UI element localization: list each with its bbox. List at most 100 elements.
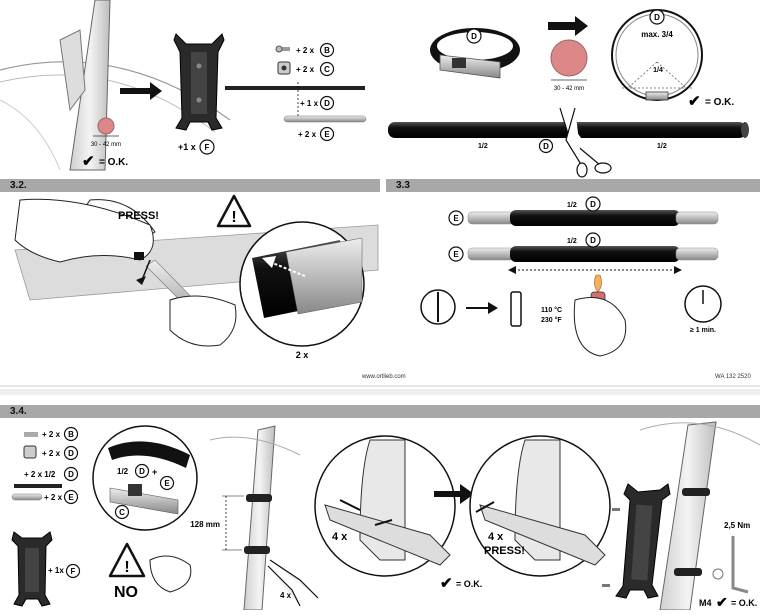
steel-band-icon	[283, 115, 367, 123]
end-letter-b: E	[453, 250, 459, 259]
detail-arrow-head	[262, 256, 276, 268]
p34-badge-c	[63, 445, 79, 461]
nut-icon-2	[23, 445, 37, 459]
part-badge-c	[319, 61, 335, 77]
holder-letter-badge	[199, 139, 215, 155]
arrow-right-icon-3	[466, 302, 498, 314]
fork-leg-2	[243, 425, 276, 611]
diameter-dot	[97, 117, 115, 135]
bottle-holder-icon-2	[11, 531, 53, 607]
part-badge-b	[319, 42, 335, 58]
ok-label-2: = O.K.	[705, 97, 734, 108]
max-label: max. 3/4	[641, 30, 673, 39]
p34-letter-c: D	[68, 449, 74, 458]
p34-qty-e: + 2 x	[44, 493, 63, 502]
p34-letter-b: B	[68, 430, 74, 439]
no-label: NO	[114, 584, 138, 601]
screw-icon	[275, 45, 290, 53]
pliers-icon	[267, 559, 319, 607]
footer-url: www.ortlieb.com	[362, 374, 406, 380]
clamp-upper	[246, 494, 272, 502]
clamp-lower-2	[674, 568, 702, 576]
circle-plus: +	[152, 467, 157, 477]
wheel-spoke	[0, 99, 61, 171]
press-label-2: PRESS!	[484, 545, 525, 557]
footer-code: WA 132 2520	[715, 374, 751, 380]
diameter-disc	[550, 39, 588, 77]
diameter-label-2: 30 - 42 mm	[554, 86, 584, 92]
m4-ok-label: = O.K.	[731, 598, 757, 608]
wheel-rim-3	[639, 422, 760, 446]
part-qty-d: + 1 x	[300, 99, 319, 108]
fork-brake	[59, 29, 86, 112]
p34-letter-d: D	[68, 470, 74, 479]
half-a: 1/2	[567, 202, 577, 209]
ok-label-3: = O.K.	[456, 579, 482, 589]
step-bar-3-3: 3.3	[386, 179, 760, 192]
part-letter-c: C	[324, 65, 330, 74]
band-end-b2	[675, 247, 719, 261]
band-end-b	[467, 247, 515, 261]
part-qty-b: + 2 x	[296, 46, 315, 55]
count-c: 4 x	[488, 531, 504, 543]
screw-icon-3	[612, 508, 620, 511]
rubber-tube-icon	[225, 86, 365, 90]
press-label: PRESS!	[118, 210, 159, 222]
check-icon: ✔	[82, 153, 95, 170]
check-icon-2: ✔	[688, 93, 701, 110]
p34-qty-b: + 2 x	[42, 430, 61, 439]
pliers-detail-a	[324, 504, 451, 566]
washer-icon	[712, 568, 724, 580]
strap-letter-badge	[466, 28, 482, 44]
tube-end	[741, 122, 749, 138]
pliers-detail-b	[479, 504, 606, 566]
p34-qty-c: + 2 x	[42, 449, 61, 458]
detail-band	[285, 237, 363, 315]
circle-d-badge	[134, 463, 150, 479]
circle-c-badge	[114, 504, 130, 520]
count-a: 4 x	[280, 591, 292, 600]
hand-icon-2	[169, 295, 237, 347]
tube-letter-badge	[538, 138, 554, 154]
strap-detail	[108, 441, 190, 468]
p34-badge-b	[63, 426, 79, 442]
check-icon-3: ✔	[440, 575, 453, 592]
arrow-right-icon-4	[434, 484, 474, 504]
push-arrow-line	[141, 259, 151, 281]
steel-band-icon-3	[11, 493, 43, 501]
part-qty-c: + 2 x	[296, 65, 315, 74]
hand-icon-3	[149, 555, 192, 593]
wheel-rim-2	[209, 436, 301, 456]
hex-key-icon	[731, 536, 749, 594]
half-left: 1/2	[478, 143, 488, 150]
half-right: 1/2	[657, 143, 667, 150]
circle-e: E	[164, 479, 170, 488]
panel-3-3: E 1/2 D E 1/2 D 110 °C 230 °F ≥ 1 min.	[420, 196, 722, 357]
holder-count: +1 x	[178, 142, 196, 152]
part-qty-e: + 2 x	[298, 130, 317, 139]
panel-top-left: 30 - 42 mm ✔ = O.K. +1 x F + 2 x B + 2 x…	[0, 0, 367, 171]
ok-label: = O.K.	[99, 157, 128, 168]
arrow-b1	[475, 501, 495, 513]
end-letter-a: E	[453, 214, 459, 223]
bottle-holder-icon-3	[615, 483, 671, 599]
clamp-lower	[244, 546, 270, 554]
strap-detail-circle	[92, 425, 198, 531]
panel-top-right: D 30 - 42 mm D max. 3/4 1/4 ✔ = O.K. 1/2…	[388, 9, 749, 178]
arrow-right-icon-2	[548, 16, 588, 36]
time-label: ≥ 1 min.	[690, 327, 716, 334]
arrow-a1	[339, 499, 361, 511]
clamp-upper-2	[682, 488, 710, 496]
p34-holder-badge	[65, 563, 81, 579]
ring-letter-badge	[649, 9, 665, 25]
strap-detail-band	[109, 487, 179, 515]
temp-c: 110 °C	[541, 306, 562, 314]
bottle-holder-icon	[173, 33, 225, 131]
p34-letter-e: E	[68, 493, 74, 502]
detail-arrow-line	[269, 261, 306, 277]
step-bar-3-2: 3.2.	[0, 179, 380, 192]
letter-badge-b	[585, 232, 601, 248]
ring-buckle	[645, 91, 669, 101]
p34-badge-e	[63, 489, 79, 505]
diameter-label: 30 - 42 mm	[91, 142, 121, 148]
